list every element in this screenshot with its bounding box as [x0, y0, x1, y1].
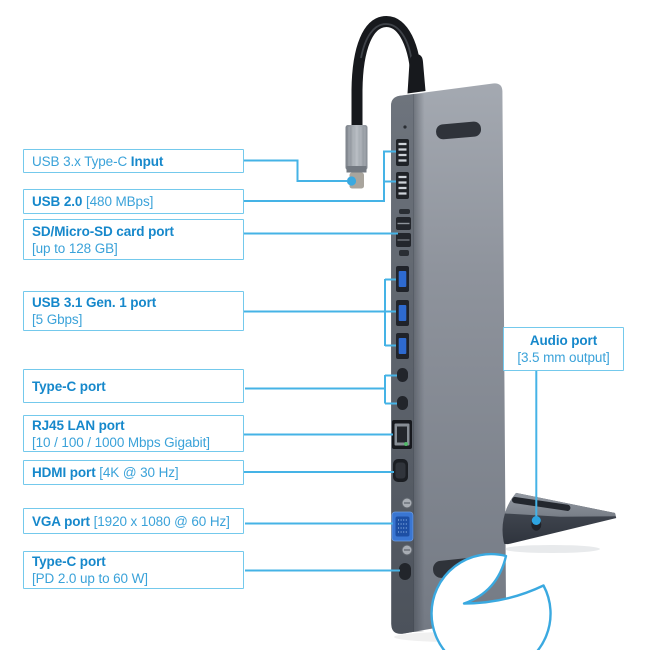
callout-text: USB 3.1 Gen. 1 port	[32, 294, 235, 311]
rj45-lan-port	[392, 420, 412, 449]
callout-text-bold: VGA port	[32, 513, 90, 529]
panel-edge-blend	[413, 94, 425, 632]
callout-rj45: RJ45 LAN port [10 / 100 / 1000 Mbps Giga…	[23, 415, 244, 452]
callout-text-bold: USB 2.0	[32, 194, 83, 209]
usb3-port-3	[396, 333, 409, 359]
marker-dot-audio	[531, 516, 541, 525]
callout-text-bold: HDMI port	[32, 465, 96, 480]
usb2-port-2	[396, 172, 409, 199]
callout-text: Type-C port	[32, 378, 235, 395]
callout-sd-card: SD/Micro-SD card port [up to 128 GB]	[23, 219, 244, 260]
callout-text-line2: [5 Gbps]	[32, 312, 83, 327]
usb-c-cable	[351, 15, 422, 134]
callout-text-line2: [10 / 100 / 1000 Mbps Gigabit]	[32, 434, 210, 450]
callout-text-bold: Input	[130, 153, 164, 169]
callout-text-regular: [4K @ 30 Hz]	[95, 465, 179, 480]
usb3-port-1	[396, 266, 409, 292]
callout-text: HDMI port [4K @ 30 Hz]	[32, 464, 235, 481]
callout-text-bold: Audio port	[529, 333, 598, 348]
callout-line-usb-c-input	[244, 159, 347, 182]
usb-pins	[398, 142, 407, 162]
callout-text-bold: RJ45 LAN port	[32, 417, 125, 433]
hdmi-port	[393, 459, 408, 482]
connector-collar	[346, 166, 367, 173]
callout-text-regular: [480 MBps]	[82, 194, 154, 209]
callout-line-type-c	[245, 374, 397, 405]
callout-text: SD/Micro-SD card port	[32, 223, 235, 240]
callout-text-line2: [PD 2.0 up to 60 W]	[32, 571, 148, 586]
usb3-blue-tongue	[398, 305, 407, 321]
usb3-port-2	[396, 300, 409, 326]
cable-highlight	[360, 23, 414, 71]
usb3-blue-tongue	[398, 271, 407, 287]
marker-dot-usb-c-input	[346, 176, 357, 186]
callout-type-c-pd: Type-C port [PD 2.0 up to 60 W]	[23, 551, 244, 589]
vga-port	[391, 511, 414, 542]
lan-led	[404, 442, 408, 446]
callout-text: Type-C port	[32, 553, 235, 570]
callout-lines	[244, 150, 538, 572]
callout-text: RJ45 LAN port	[32, 417, 235, 434]
callout-usb2: USB 2.0 [480 MBps]	[23, 189, 244, 214]
type-c-port-1	[397, 368, 408, 382]
callout-text: USB 3.x Type-C Input	[32, 153, 235, 170]
usb-c-connector-body	[345, 125, 368, 170]
pinhole-led	[403, 125, 407, 129]
callout-usb3: USB 3.1 Gen. 1 port [5 Gbps]	[23, 291, 244, 331]
screw-bottom	[401, 544, 413, 556]
callout-line-usb2	[244, 150, 396, 202]
usb2-port-1	[396, 139, 409, 166]
callout-text-regular: USB 3.x Type-C	[32, 153, 131, 169]
usb3-blue-tongue	[398, 338, 407, 354]
callout-text-line2: [3.5 mm output]	[517, 350, 610, 365]
callout-hdmi: HDMI port [4K @ 30 Hz]	[23, 460, 244, 485]
callout-text-bold: SD/Micro-SD card port	[32, 223, 174, 239]
wedge-shadow	[504, 545, 600, 553]
connector-brushed-texture	[348, 127, 366, 166]
callout-audio: Audio port [3.5 mm output]	[503, 327, 624, 371]
callout-text: USB 2.0 [480 MBps]	[32, 193, 235, 210]
callout-usb-c-input: USB 3.x Type-C Input	[23, 149, 244, 173]
grip-slot-top	[436, 121, 482, 140]
wedge-grip-slot	[511, 496, 571, 511]
sd-card-slot	[396, 209, 411, 230]
wedge-side-view	[502, 490, 618, 553]
usb-pins	[398, 175, 407, 195]
callout-text-bold: Type-C port	[32, 378, 106, 394]
type-c-port-2	[397, 396, 408, 410]
callout-text: VGA port [1920 x 1080 @ 60 Hz]	[32, 513, 235, 530]
micro-sd-card-slot	[396, 233, 411, 256]
callout-text-line2: [up to 128 GB]	[32, 240, 118, 256]
callout-text-bold: USB 3.1 Gen. 1 port	[32, 295, 157, 310]
cable-strain-relief	[407, 54, 426, 94]
screw-top	[401, 497, 413, 509]
callout-line-usb3	[244, 278, 396, 347]
callout-vga: VGA port [1920 x 1080 @ 60 Hz]	[23, 508, 244, 534]
type-c-pd-port	[399, 563, 411, 580]
callout-text-regular: [1920 x 1080 @ 60 Hz]	[89, 513, 230, 529]
callout-text: Audio port	[530, 332, 597, 349]
callout-text-bold: Type-C port	[32, 554, 106, 569]
detail-bubble	[430, 552, 552, 650]
callout-type-c: Type-C port	[23, 369, 244, 403]
